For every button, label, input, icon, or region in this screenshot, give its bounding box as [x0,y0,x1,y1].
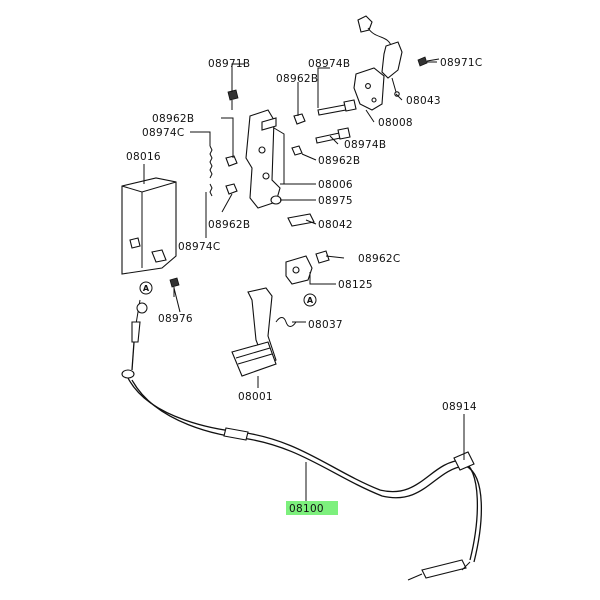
label-08914: 08914 [442,401,477,413]
label-08006: 08006 [318,179,353,191]
label-08125: 08125 [338,279,373,291]
svg-text:A: A [307,296,314,305]
nut-08962B-left-upper [225,155,238,167]
callout-a-lower [136,302,148,314]
label-08974B-top: 08974B [308,58,350,70]
label-08962B-mid: 08962B [318,155,360,167]
bolt-08974B-mid [315,127,351,144]
washer-08975 [270,195,282,205]
label-08043: 08043 [406,95,441,107]
pedal-bracket-08006 [245,109,285,209]
nut-08962B-top [293,113,306,125]
bushing-08962C [315,250,330,264]
label-08962B-low: 08962B [208,219,250,231]
nut-08962B-left-lower [225,183,238,195]
nut-08962B-mid [291,145,303,156]
label-08962B-left: 08962B [152,113,194,125]
label-08971B: 08971B [208,58,250,70]
callout-a-upper: A [139,281,153,295]
label-08001: 08001 [238,391,273,403]
spring-08974C [209,145,213,197]
pawl-08125 [285,255,313,285]
spring-08037 [275,317,297,327]
label-08974C-low: 08974C [178,241,221,253]
leader-lines [143,61,465,502]
pedal-arm-08001 [231,287,277,377]
label-08008: 08008 [378,117,413,129]
callout-a-pedal: A [303,293,317,307]
screw-08971C [417,56,440,67]
label-08100: 08100 [289,503,324,515]
label-08974C-left: 08974C [142,127,185,139]
label-08962C: 08962C [358,253,401,265]
cable-08100 [121,299,483,581]
screw-08976 [169,277,180,297]
release-handle-08016 [121,177,177,275]
bracket-08008 [353,67,385,111]
svg-text:A: A [143,284,150,293]
part-labels: 08971B 08974B 08962B 08971C 08962B 08974… [126,57,483,515]
label-08974B-mid: 08974B [344,139,386,151]
screw-08971B [227,89,239,110]
label-08962B-top: 08962B [276,73,318,85]
label-08042: 08042 [318,219,353,231]
label-08016: 08016 [126,151,161,163]
highlight-08100 [286,501,338,515]
label-08975: 08975 [318,195,353,207]
bumper-08042 [287,213,315,227]
label-08971C: 08971C [440,57,483,69]
label-08037: 08037 [308,319,343,331]
switch-connector [357,15,403,97]
label-08976: 08976 [158,313,193,325]
bolt-08974B-top [317,99,357,116]
